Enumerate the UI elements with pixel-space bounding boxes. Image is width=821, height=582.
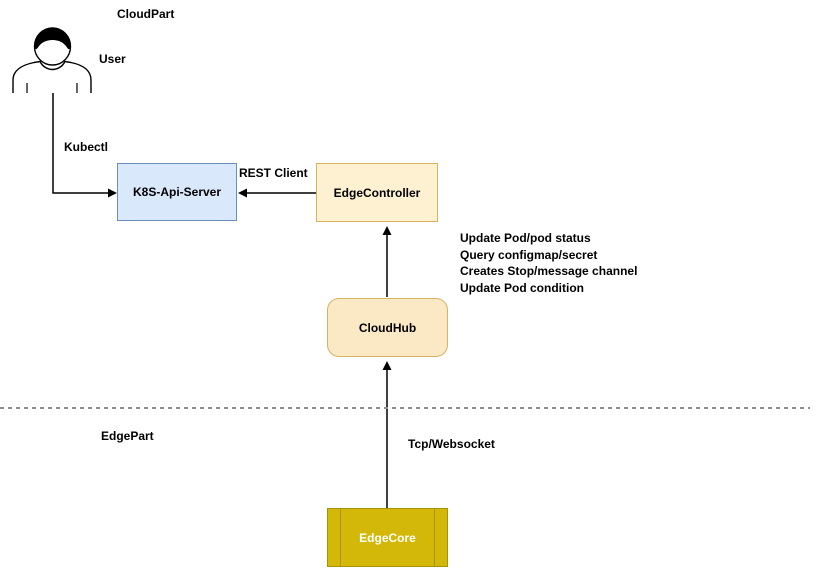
actor-hair (34, 28, 71, 50)
action-line: Query configmap/secret (460, 247, 598, 262)
node-k8s-api-server-label: K8S-Api-Server (132, 185, 222, 199)
cloudhub-to-edgecontroller-arrowhead-icon (382, 226, 392, 235)
cloud-part-label: CloudPart (117, 7, 175, 21)
node-k8s-api-server: K8S-Api-Server (117, 163, 237, 221)
kubectl-arrowhead-icon (108, 188, 117, 198)
action-line: Update Pod/pod status (460, 231, 591, 245)
node-edge-controller-label: EdgeController (333, 185, 421, 200)
edgecore-to-cloudhub-arrowhead-icon (382, 361, 392, 370)
node-cloud-hub: CloudHub (327, 298, 448, 357)
rest-client-label: REST Client (239, 166, 308, 180)
tcp-websocket-label: Tcp/Websocket (408, 437, 495, 451)
action-line: Creates Stop/message channel (460, 264, 638, 278)
user-actor-icon (12, 27, 92, 93)
node-edge-core-label: EdgeCore (359, 530, 416, 545)
rest-client-arrowhead-icon (238, 188, 247, 198)
actor-sleeve-lines (26, 83, 78, 93)
actor-torso (12, 60, 92, 93)
edge-part-label: EdgePart (101, 429, 154, 443)
action-line: Update Pod condition (460, 280, 584, 295)
edgecore-to-cloudhub-arrow (382, 361, 392, 508)
user-label: User (99, 52, 126, 66)
rest-client-arrow (238, 188, 316, 198)
node-edge-controller: EdgeController (316, 163, 438, 222)
node-cloud-hub-label: CloudHub (358, 320, 417, 335)
process-bar-left (340, 509, 341, 566)
node-edge-core: EdgeCore (327, 508, 448, 567)
cloudhub-to-edgecontroller-arrow (382, 226, 392, 297)
kubectl-label: Kubectl (64, 140, 109, 154)
edge-controller-actions: Update Pod/pod status Query configmap/se… (460, 230, 637, 296)
process-bar-right (434, 509, 435, 566)
